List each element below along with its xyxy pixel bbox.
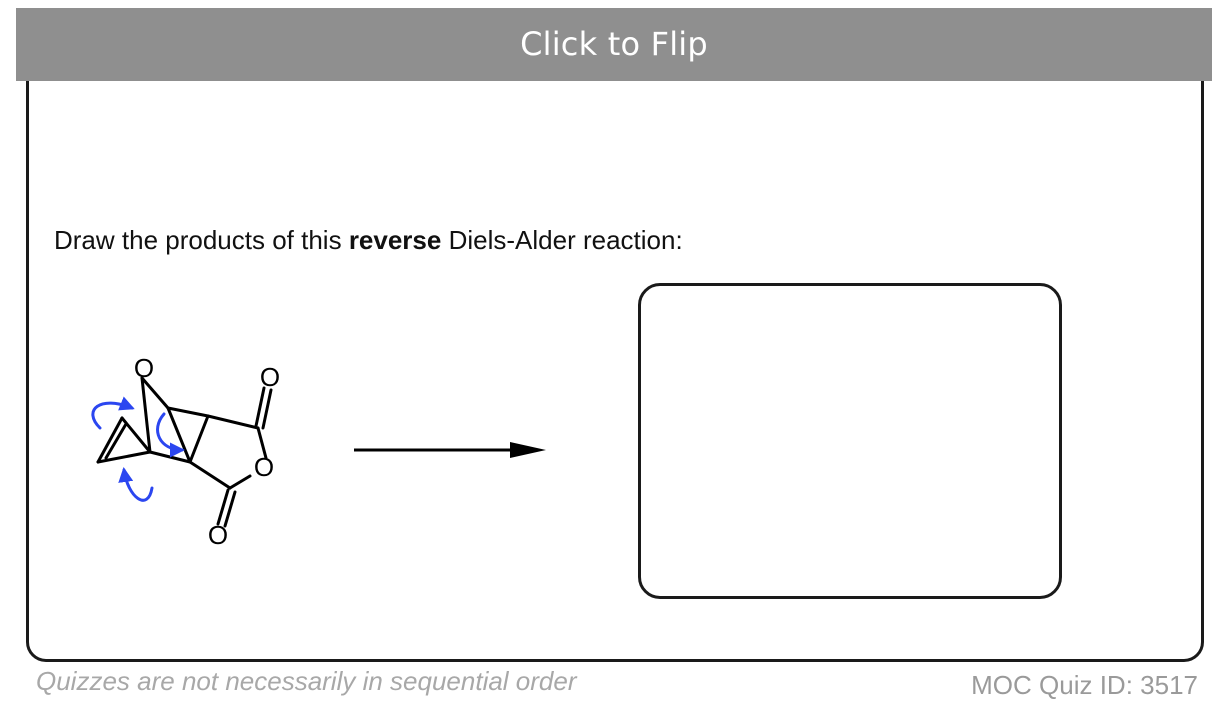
click-to-flip-button[interactable]: Click to Flip (16, 8, 1212, 81)
bond (120, 416, 152, 454)
carbonyl-bond (261, 388, 273, 430)
carbonyl-bond (216, 488, 230, 526)
question-prefix: Draw the products of this (54, 225, 349, 255)
ring-oxygen-label: O (254, 452, 274, 482)
carbonyl-bottom-oxygen-label: O (208, 520, 228, 550)
carbonyl-top-oxygen-label: O (260, 362, 280, 392)
bond (188, 414, 210, 464)
bond (96, 416, 124, 464)
reaction-arrow-head (510, 442, 546, 458)
product-answer-box (638, 283, 1062, 599)
question-text: Draw the products of this reverse Diels-… (54, 225, 683, 256)
carbonyl-bond (254, 386, 266, 428)
question-emphasis: reverse (348, 225, 442, 255)
bond (140, 376, 152, 454)
quiz-id-label: MOC Quiz ID: 3517 (971, 670, 1198, 700)
carbonyl-bond (223, 490, 237, 528)
electron-pushing-arrow (118, 467, 154, 502)
bond (140, 376, 170, 410)
bond (166, 406, 210, 418)
electron-pushing-arrow (156, 412, 185, 458)
electron-pushing-arrow (91, 396, 135, 430)
bond (148, 450, 192, 464)
bond (228, 474, 252, 490)
bond (206, 414, 260, 430)
bridge-oxygen-label: O (134, 353, 154, 383)
bond (256, 426, 268, 460)
question-suffix: Diels-Alder reaction: (441, 225, 683, 255)
reactant-molecule: O O O O (91, 353, 280, 550)
sequential-order-note: Quizzes are not necessarily in sequentia… (36, 666, 577, 696)
reaction-arrow (354, 442, 546, 458)
double-bond-inner (104, 422, 128, 460)
bond (96, 450, 152, 464)
bond (166, 406, 192, 464)
bond (188, 460, 232, 490)
